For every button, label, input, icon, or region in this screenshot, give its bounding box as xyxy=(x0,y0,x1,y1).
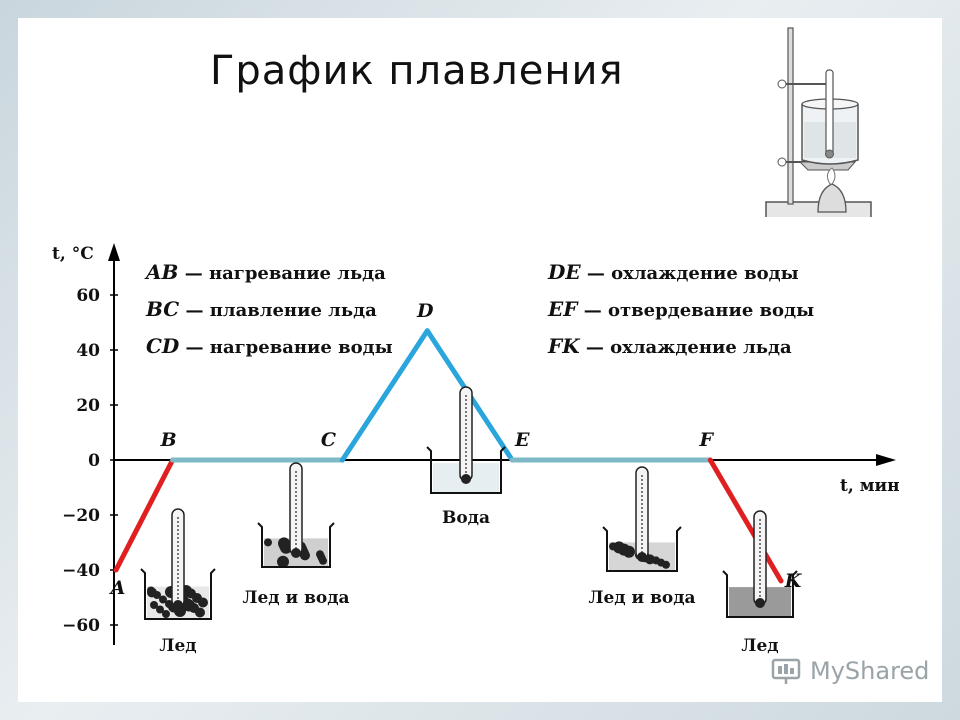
y-tick-label: −20 xyxy=(62,506,100,526)
beaker-outline xyxy=(140,568,216,620)
thermometer-bulb xyxy=(461,474,471,484)
y-tick-label: −40 xyxy=(62,561,100,581)
beaker-ice-solid xyxy=(722,510,798,618)
beaker-ice-water-2 xyxy=(602,466,682,572)
beaker-outline xyxy=(257,522,335,568)
ice-chunk xyxy=(162,610,170,618)
ice-chunk xyxy=(183,599,195,612)
ice-chunk xyxy=(278,537,290,550)
beaker-outline xyxy=(426,446,506,494)
caption-1: Лед и вода xyxy=(242,588,349,608)
y-axis-label: t, °С xyxy=(52,244,94,264)
y-tick-label: −60 xyxy=(62,616,100,636)
y-tick-label: 20 xyxy=(76,396,100,416)
beaker-ice-water-1 xyxy=(257,462,335,568)
lab-apparatus-illustration xyxy=(765,27,872,221)
segment-FK xyxy=(707,457,784,584)
ice-chunk xyxy=(195,607,205,618)
y-tick-label: 60 xyxy=(76,286,100,306)
point-label-D: D xyxy=(416,300,434,322)
watermark-logo-icon xyxy=(771,658,801,684)
y-axis-arrow xyxy=(108,243,120,261)
caption-3: Лед и вода xyxy=(588,588,695,608)
caption-2: Вода xyxy=(442,508,490,528)
y-tick-label: 0 xyxy=(88,451,100,471)
thermometer xyxy=(459,386,473,482)
beaker-ice xyxy=(140,508,216,620)
ice-chunk xyxy=(652,556,660,565)
ice-chunk xyxy=(277,555,289,568)
legend-right-1: EF — отвердевание воды xyxy=(547,297,814,321)
watermark-text: MyShared xyxy=(810,657,930,685)
point-label-F: F xyxy=(699,429,715,451)
x-axis-label: t, мин xyxy=(840,476,900,496)
point-label-C: C xyxy=(321,429,336,451)
thermometer-bulb xyxy=(173,600,183,610)
segment-CD xyxy=(339,328,430,463)
legend-left-1: BC — плавление льда xyxy=(145,297,377,321)
legend-left-0: AB — нагревание льда xyxy=(144,260,386,284)
ice-chunk xyxy=(198,597,208,608)
ice-chunk xyxy=(165,600,173,608)
beaker-water xyxy=(426,386,506,494)
point-label-B: B xyxy=(160,429,177,451)
legend-left-2: CD — нагревание воды xyxy=(146,334,393,358)
ice-chunk xyxy=(613,541,625,554)
caption-0: Лед xyxy=(159,636,196,656)
legend-right-0: DE — охлаждение воды xyxy=(547,260,799,284)
beaker-outline xyxy=(722,570,798,618)
slide-title: График плавления xyxy=(210,48,624,94)
thermometer xyxy=(753,510,767,606)
ice-chunk xyxy=(150,601,158,609)
y-tick-label: 40 xyxy=(76,341,100,361)
ice-chunk xyxy=(159,595,167,604)
thermometer-bulb xyxy=(291,548,301,558)
ice-chunk xyxy=(316,550,324,559)
beaker-outline xyxy=(602,526,682,572)
thermometer-bulb xyxy=(755,598,765,608)
point-label-E: E xyxy=(514,429,530,451)
ice-chunk xyxy=(264,538,272,547)
legend-right-2: FK — охлаждение льда xyxy=(547,334,792,358)
ice-chunk xyxy=(156,605,164,614)
caption-4: Лед xyxy=(741,636,778,656)
thermometer-bulb xyxy=(637,552,647,562)
watermark: MyShared xyxy=(770,656,929,686)
ice-chunk xyxy=(147,587,157,598)
segment-AB xyxy=(113,457,176,573)
point-label-A: A xyxy=(109,577,126,599)
x-axis-arrow xyxy=(876,454,896,466)
